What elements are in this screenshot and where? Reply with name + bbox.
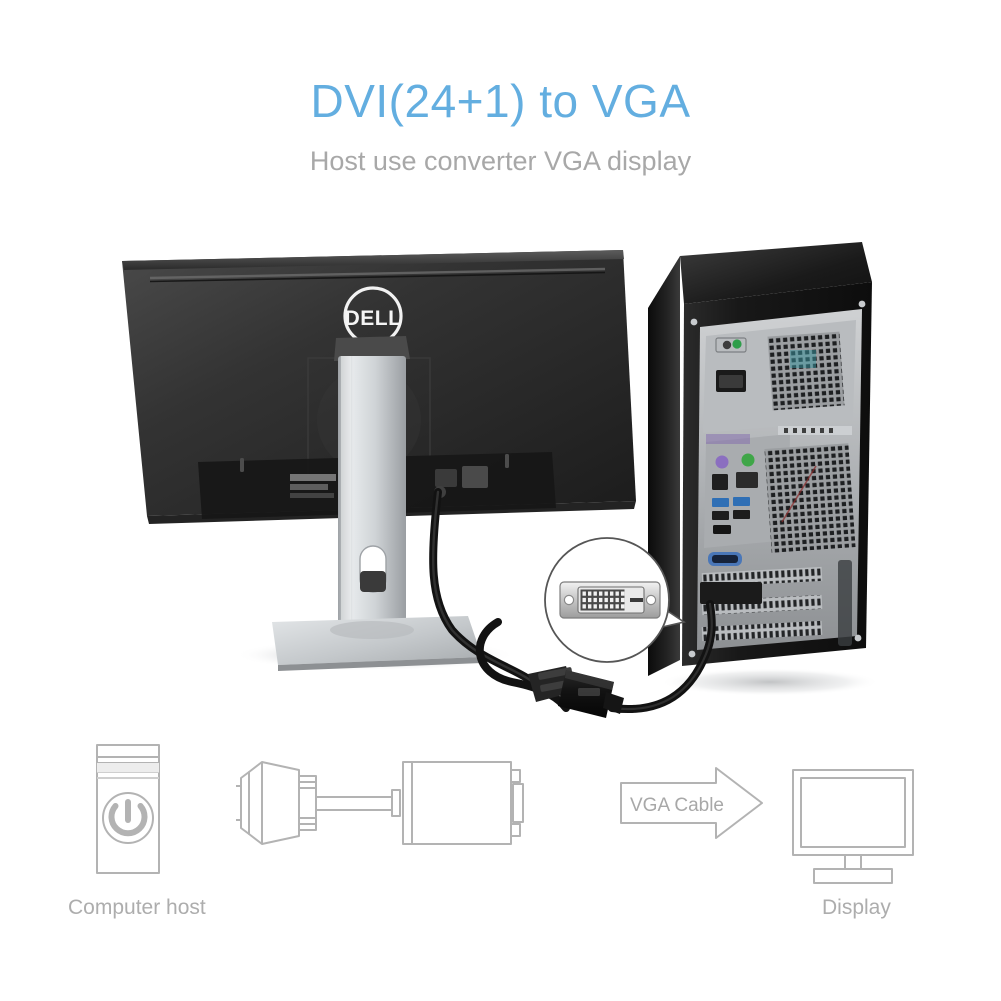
converter-box-icon <box>391 761 524 845</box>
vga-port <box>708 552 742 566</box>
vga-connector-icon <box>236 761 393 845</box>
dvi-connector-graphic <box>559 581 661 619</box>
tower-icon <box>96 744 160 874</box>
psu-led <box>732 339 742 349</box>
ps2-keyboard-port <box>715 455 729 469</box>
arrow-right-icon <box>620 767 763 839</box>
page-title: DVI(24+1) to VGA <box>310 75 691 127</box>
monitor-photo: DELL <box>122 250 636 671</box>
connection-flow-diagram: VGA Cable <box>0 730 1001 945</box>
computer-host-label: Computer host <box>68 896 206 919</box>
tower-psu <box>703 320 856 433</box>
pc-tower-photo <box>648 242 880 696</box>
dvi-connector-callout <box>544 537 686 663</box>
dvi-to-vga-adapter <box>528 666 624 718</box>
ps2-mouse-port <box>741 453 755 467</box>
svg-text:DELL: DELL <box>345 307 402 330</box>
usb3-port-2 <box>733 497 750 506</box>
usb3-port-1 <box>712 498 729 507</box>
monitor-icon <box>792 769 914 884</box>
cable-assembly <box>429 488 716 713</box>
display-label: Display <box>822 896 891 919</box>
product-photo-scene: DELL <box>0 230 1001 730</box>
tower-expansion-slots <box>700 566 823 642</box>
vga-cable-arrow-label: VGA Cable <box>630 795 724 816</box>
page-subtitle: Host use converter VGA display <box>309 146 692 176</box>
tower-io-panel <box>704 434 790 586</box>
